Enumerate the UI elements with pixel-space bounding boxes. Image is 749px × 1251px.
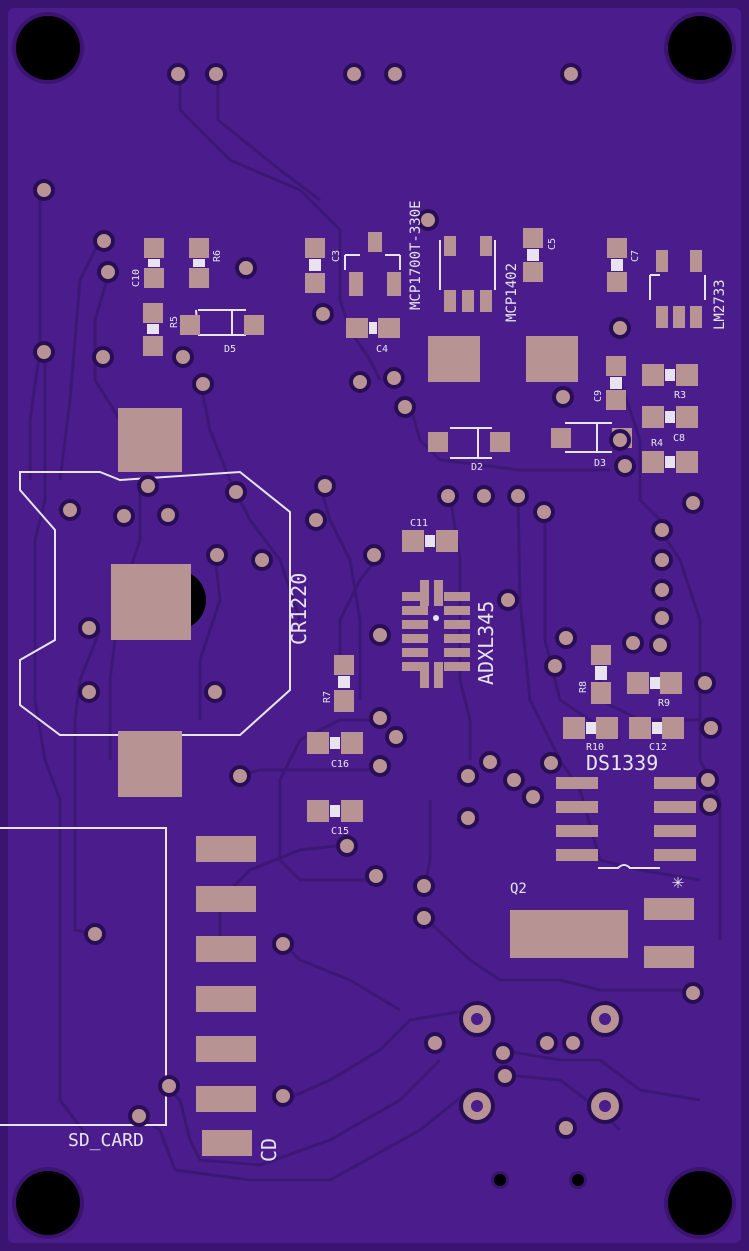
large-hole-centers (471, 1013, 611, 1112)
label-c15: C15 (331, 826, 349, 837)
label-c11: C11 (410, 518, 428, 529)
label-r4: R4 (651, 438, 663, 449)
label-c3: C3 (331, 250, 342, 262)
label-r8: R8 (578, 681, 589, 693)
label-q2: Q2 (510, 881, 527, 897)
label-r3: R3 (674, 390, 686, 401)
label-c7: C7 (630, 250, 641, 262)
vias (33, 63, 722, 1139)
label-c9: C9 (593, 390, 604, 402)
label-c12: C12 (649, 742, 667, 753)
label-mcp1402: MCP1402 (504, 263, 520, 322)
label-cd: CD (257, 1138, 281, 1162)
label-r5: R5 (169, 316, 180, 328)
label-c16: C16 (331, 759, 349, 770)
label-r10: R10 (586, 742, 604, 753)
component-bodies (147, 249, 675, 817)
label-adxl345: ADXL345 (474, 601, 498, 685)
label-sd-card: SD_CARD (68, 1130, 144, 1151)
label-star: ✳ (672, 869, 684, 893)
label-c5: C5 (547, 238, 558, 250)
label-d3: D3 (594, 458, 606, 469)
smd-pads (111, 228, 702, 1156)
label-c8: C8 (673, 433, 685, 444)
label-d5: D5 (224, 344, 236, 355)
label-cr1220: CR1220 (287, 573, 311, 645)
label-r7: R7 (322, 691, 333, 703)
silkscreen-text: MCP1700T-330E MCP1402 LM2733 ADXL345 DS1… (68, 200, 728, 1162)
label-c4: C4 (376, 344, 388, 355)
label-lm2733: LM2733 (712, 279, 728, 330)
label-r9: R9 (658, 698, 670, 709)
label-d2: D2 (471, 462, 483, 473)
label-r6: R6 (212, 250, 223, 262)
label-c10: C10 (131, 269, 142, 287)
label-ds1339: DS1339 (586, 751, 658, 775)
label-mcp1700: MCP1700T-330E (408, 200, 424, 310)
